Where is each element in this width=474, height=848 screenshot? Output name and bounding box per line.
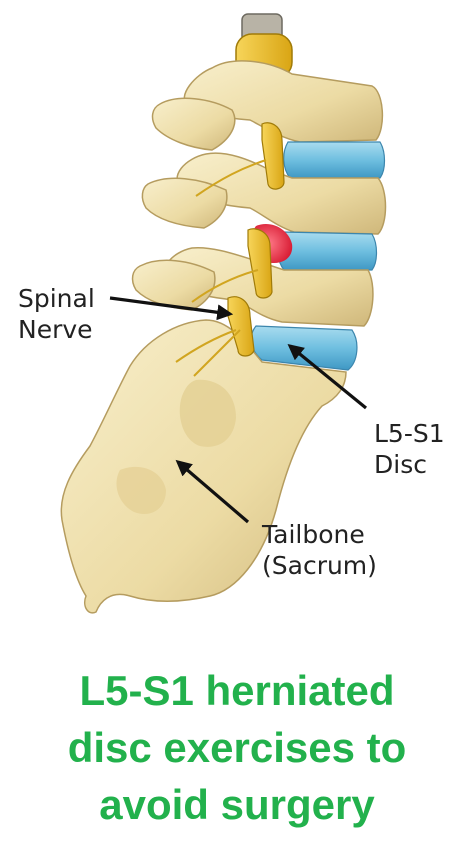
arrow-l5-s1-disc — [287, 343, 368, 410]
disc-label: L5-S1 Disc — [374, 418, 445, 480]
spinal-nerve-label-line2: Nerve — [18, 315, 93, 344]
arrow-spinal-nerve — [109, 296, 234, 321]
arrow-tailbone — [175, 459, 250, 524]
spinal-nerves — [227, 122, 285, 357]
tailbone-label-line2: (Sacrum) — [262, 551, 377, 580]
disc-label-line1: L5-S1 — [374, 419, 445, 448]
title-line-1: L5-S1 herniated — [79, 667, 395, 714]
tailbone-label-line1: Tailbone — [262, 520, 365, 549]
title-line-2: disc exercises to — [67, 724, 407, 771]
sacrum — [60, 319, 347, 614]
spinal-nerve-label-line1: Spinal — [18, 284, 95, 313]
tailbone-label: Tailbone (Sacrum) — [262, 519, 377, 581]
disc-label-line2: Disc — [374, 450, 427, 479]
label-arrows — [109, 296, 368, 524]
nerve-branches — [175, 159, 267, 377]
vertebra-l1 — [151, 60, 384, 151]
title-line-3: avoid surgery — [99, 781, 375, 828]
disc-l1-l2 — [283, 141, 386, 179]
vertebra-l2 — [141, 152, 387, 235]
spinal-nerve-label: Spinal Nerve — [18, 283, 95, 345]
page-title: L5-S1 herniated disc exercises to avoid … — [0, 662, 474, 833]
